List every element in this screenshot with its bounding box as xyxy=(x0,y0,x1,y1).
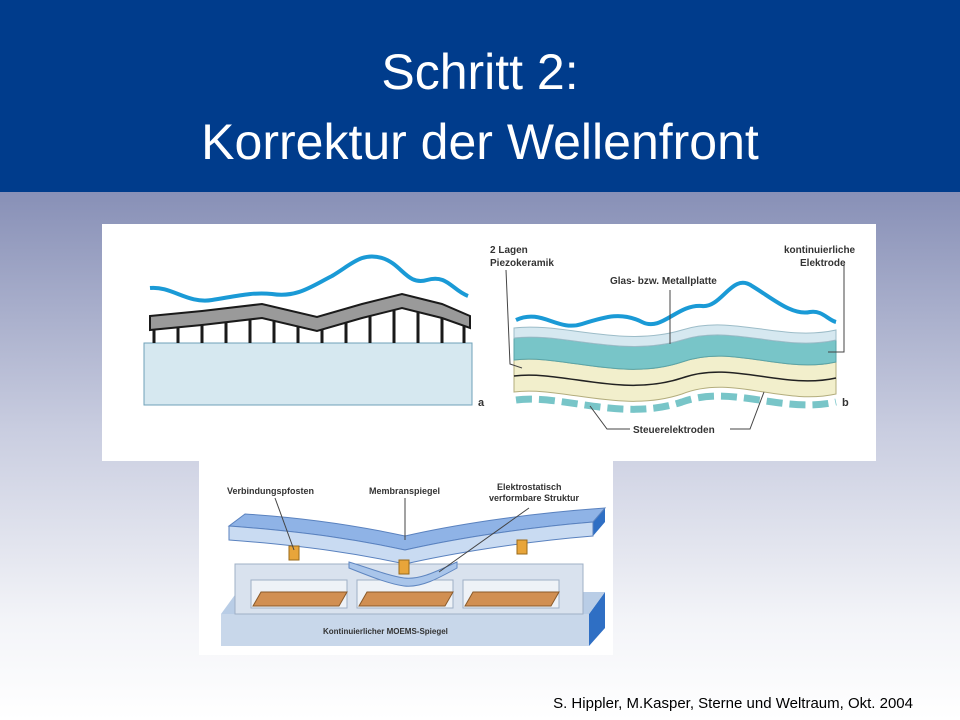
leader-structure xyxy=(438,507,530,573)
membrane-mirror-front xyxy=(228,521,594,565)
leader-posts xyxy=(274,497,295,551)
label-electrode-line-2: Elektrode xyxy=(800,258,846,269)
source-citation: S. Hippler, M.Kasper, Sterne und Weltrau… xyxy=(553,695,913,712)
figure-moems-mirror: Kontinuierlicher MOEMS-Spiegel Verbindun… xyxy=(199,456,613,655)
label-electrode-line-1: kontinuierliche xyxy=(784,245,856,256)
leader-control xyxy=(589,405,630,430)
leader-electrode xyxy=(828,264,845,353)
panel-label-b: b xyxy=(842,397,849,409)
label-structure-line-1: Elektrostatisch xyxy=(497,482,562,492)
label-piezo-line-2: Piezokeramik xyxy=(490,258,554,269)
figure-deformable-mirrors: a 2 Lagen Piezokeramik Glas- bzw. Metall… xyxy=(102,224,876,461)
leader-control-right xyxy=(730,391,765,430)
membrane-side xyxy=(593,508,605,536)
label-structure-line-2: verformbare Struktur xyxy=(489,493,580,503)
electrode-middle xyxy=(358,591,454,607)
panel-b-bimorph-mirror: 2 Lagen Piezokeramik Glas- bzw. Metallpl… xyxy=(490,245,856,436)
electrode-left xyxy=(252,591,348,607)
panel-label-a: a xyxy=(478,397,485,409)
deformed-faceplate xyxy=(149,292,471,333)
slide-title-line-1: Schritt 2: xyxy=(381,44,579,100)
connecting-post-left xyxy=(288,545,300,561)
incoming-wavefront-b xyxy=(515,280,837,328)
deformable-structure xyxy=(348,561,458,587)
label-control-electrodes: Steuerelektroden xyxy=(633,425,715,436)
connecting-post-middle xyxy=(398,559,410,575)
mirror-substrate xyxy=(143,342,473,406)
connecting-post-right xyxy=(516,539,528,555)
incoming-wavefront-a xyxy=(149,254,469,303)
label-moems-base: Kontinuierlicher MOEMS-Spiegel xyxy=(323,627,448,636)
leader-piezo xyxy=(505,269,523,369)
label-piezo-line-1: 2 Lagen xyxy=(490,245,528,256)
base-block-front xyxy=(221,614,589,646)
base-block-side xyxy=(589,592,605,646)
panel-a-segmented-mirror: a xyxy=(143,254,485,409)
label-plate: Glas- bzw. Metallplatte xyxy=(610,276,717,287)
title-bar: Schritt 2: Korrektur der Wellenfront xyxy=(0,0,960,192)
electrode-right xyxy=(464,591,560,607)
slide-title-line-2: Korrektur der Wellenfront xyxy=(201,114,759,170)
glass-plate-layer xyxy=(513,324,837,347)
label-membrane-mirror: Membranspiegel xyxy=(369,486,440,496)
middle-electrode-line xyxy=(513,371,837,387)
control-electrodes xyxy=(515,392,837,413)
label-connecting-posts: Verbindungspfosten xyxy=(227,486,314,496)
